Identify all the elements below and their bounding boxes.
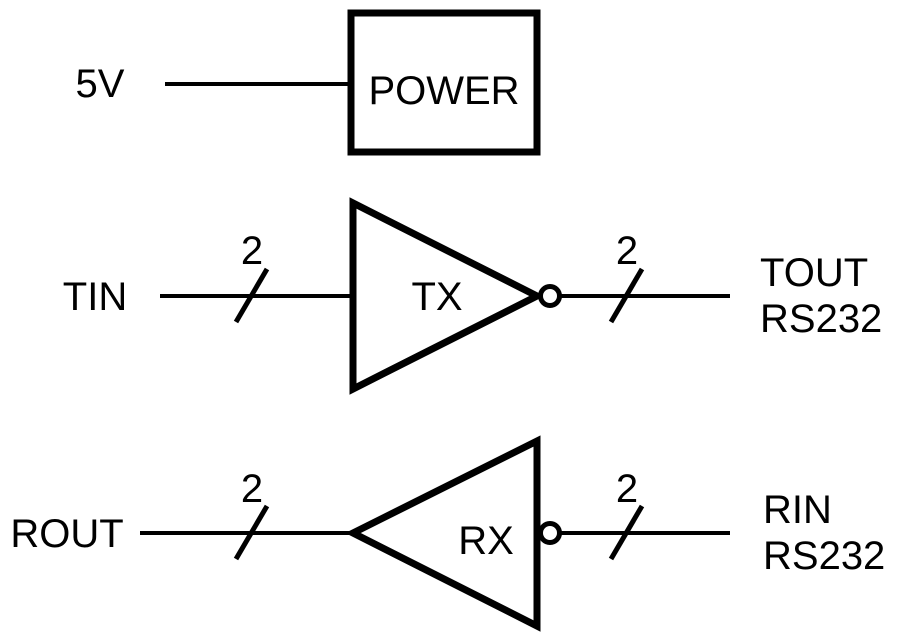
tin-label: TIN [62,275,128,319]
rx-inverter-bubble [538,521,562,545]
tout-label: TOUT [760,251,869,295]
rx-right-bus-width: 2 [615,467,639,511]
power-box [347,9,541,156]
tx-input-bus-slash [233,267,270,324]
rx-left-bus-width: 2 [240,467,264,511]
rin-label: RIN [763,488,832,532]
rin-rs232-label: RS232 [763,534,886,578]
tx-triangle [349,197,545,395]
rout-label: ROUT [10,512,124,556]
rx-left-bus-slash [233,504,270,561]
tx-output-bus-width: 2 [615,229,639,273]
tx-output-bus-slash [608,267,645,324]
rx-right-bus-slash [608,504,645,561]
tx-input-bus-width: 2 [240,229,264,273]
tx-inverter-bubble [538,284,562,308]
tout-rs232-label: RS232 [760,297,883,341]
tout-label-block: TOUT RS232 [760,250,882,342]
rin-label-block: RIN RS232 [763,487,885,579]
rx-triangle [345,435,541,632]
tx-label: TX [411,275,463,319]
power-label: POWER [368,69,520,113]
five-volt-label: 5V [75,62,125,106]
rx-label: RX [458,519,514,563]
